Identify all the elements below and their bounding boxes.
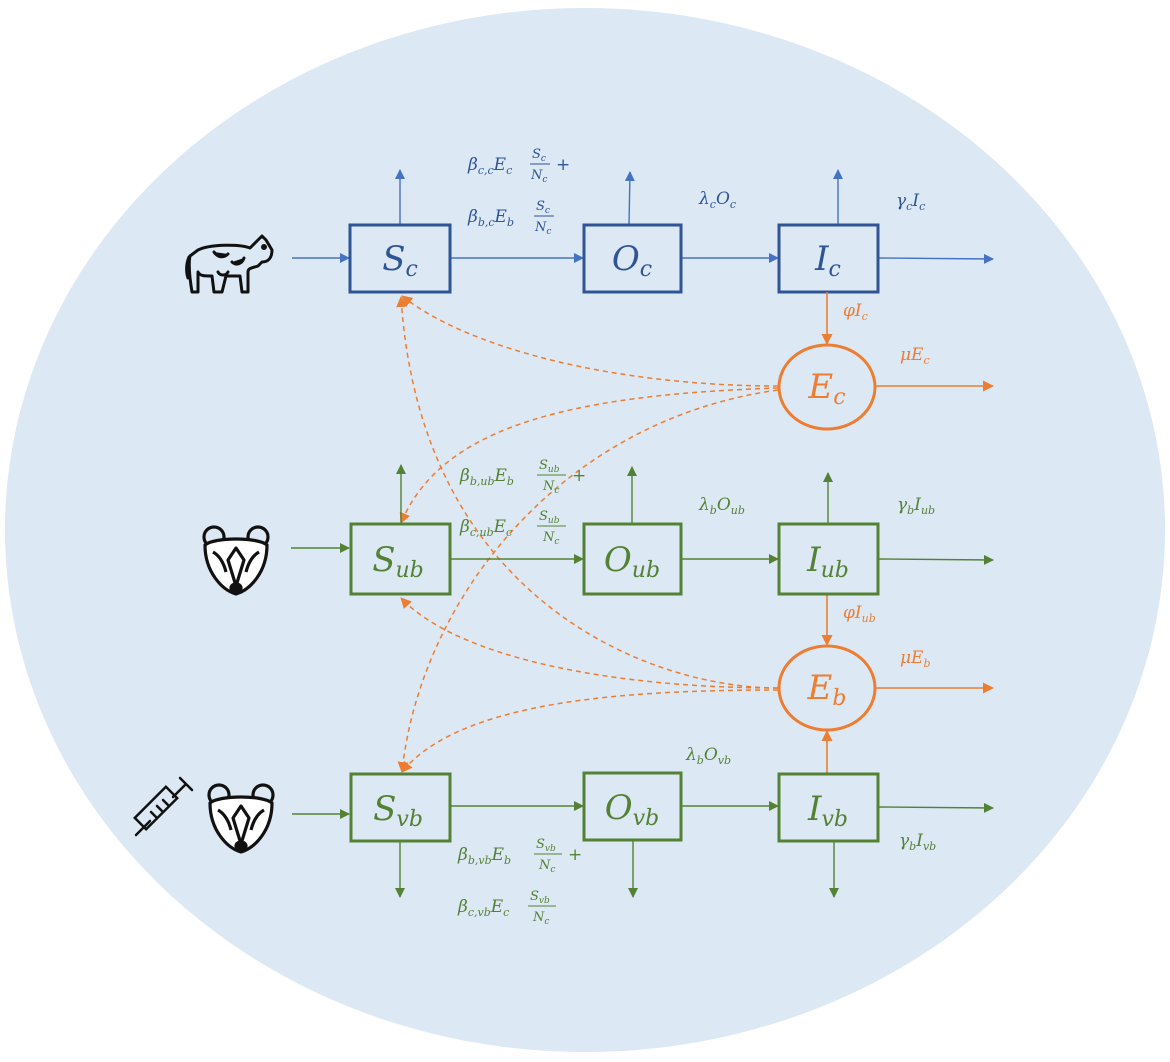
force-vb-line2-num: Svb <box>530 889 550 906</box>
label-Svb: Svb <box>373 789 423 832</box>
vaccinated-badger-icon <box>207 783 275 854</box>
box-occult-vaccinated-badger <box>582 771 683 842</box>
label-Iub: Iub <box>806 540 849 583</box>
force-vb-line1-num: Svb <box>536 837 556 854</box>
box-infectious-cattle <box>777 223 880 294</box>
label-Ec: Ec <box>807 367 845 410</box>
force-ub-plus: + <box>572 466 586 486</box>
label-Eb: Eb <box>807 668 847 711</box>
curve-Ec-to-Sc <box>401 295 779 387</box>
force-cattle-line2: βb,cEb <box>467 207 514 229</box>
label-Sub: Sub <box>372 540 424 583</box>
box-occult-unvaccinated-badger <box>582 522 683 596</box>
label-Ic: Ic <box>814 239 841 282</box>
force-term-vaccinated: βb,vbEb Svb Nc + βc,vbEc Svb Nc <box>457 837 582 927</box>
cattle-row <box>292 169 994 264</box>
rate-lambda-vb: λbOvb <box>685 745 731 767</box>
force-cattle-line1-den: Nc <box>530 168 547 185</box>
label-Ovb: Ovb <box>605 788 659 831</box>
curve-Eb-to-Sc <box>396 296 779 689</box>
curve-Eb-to-Sub <box>400 597 779 689</box>
force-vb-line1: βb,vbEb <box>457 845 511 867</box>
box-infectious-vaccinated-badger <box>777 772 880 843</box>
box-occult-cattle <box>582 223 683 294</box>
transmission-curves <box>396 295 779 773</box>
rate-lambda-ub: λbOub <box>698 495 745 517</box>
badger-icon <box>202 525 270 596</box>
force-vb-line2-den: Nc <box>532 910 549 927</box>
box-susceptible-vaccinated-badger <box>349 772 452 843</box>
unvaccinated-badger-row <box>291 464 994 565</box>
label-Oub: Oub <box>604 540 660 583</box>
rate-mu-b: μEb <box>900 648 931 670</box>
force-cattle-line2-den: Nc <box>534 220 551 237</box>
force-ub-line2-den: Nc <box>542 530 559 547</box>
syringe-icon <box>133 776 194 837</box>
rate-gamma-ub: γbIub <box>897 495 935 517</box>
force-ub-line1: βb,ubEb <box>459 466 514 488</box>
force-ub-line2: βc,ubEc <box>459 517 512 539</box>
cow-icon <box>185 234 274 294</box>
rate-gamma-c: γcIc <box>896 191 925 213</box>
rate-phi-c: φIc <box>843 301 868 323</box>
force-cattle-line1-num: Sc <box>532 147 546 164</box>
rate-mu-c: μEc <box>900 345 930 367</box>
force-ub-line2-num: Sub <box>539 509 560 526</box>
force-cattle-line2-num: Sc <box>536 199 550 216</box>
curve-Ec-to-Sub <box>399 387 779 524</box>
node-environment-badger <box>777 644 877 732</box>
label-Sc: Sc <box>382 239 418 282</box>
curve-Eb-to-Svb <box>401 689 779 773</box>
rate-lambda-c: λcOc <box>698 189 736 211</box>
environment-arrows <box>821 292 994 773</box>
force-ub-line1-den: Nc <box>542 479 559 496</box>
box-susceptible-cattle <box>348 223 452 294</box>
rate-phi-ub: φIub <box>843 603 876 625</box>
label-Ivb: Ivb <box>807 789 848 832</box>
force-vb-line1-den: Nc <box>538 858 555 875</box>
force-term-cattle: βc,cEc Sc Nc + βb,cEb Sc Nc <box>467 147 570 237</box>
force-term-unvaccinated: βb,ubEb Sub Nc + βc,ubEc Sub Nc <box>459 458 586 547</box>
force-vb-plus: + <box>568 845 582 865</box>
force-vb-line2: βc,vbEc <box>457 897 509 919</box>
node-environment-cattle <box>777 343 877 431</box>
vaccinated-badger-row <box>292 801 994 898</box>
force-cattle-line1: βc,cEc <box>467 155 512 177</box>
force-ub-line1-num: Sub <box>539 458 560 475</box>
label-Oc: Oc <box>612 239 652 282</box>
box-susceptible-unvaccinated-badger <box>349 522 452 596</box>
force-cattle-plus: + <box>556 155 570 175</box>
box-infectious-unvaccinated-badger <box>777 522 880 596</box>
rate-gamma-vb: γbIvb <box>899 831 936 853</box>
